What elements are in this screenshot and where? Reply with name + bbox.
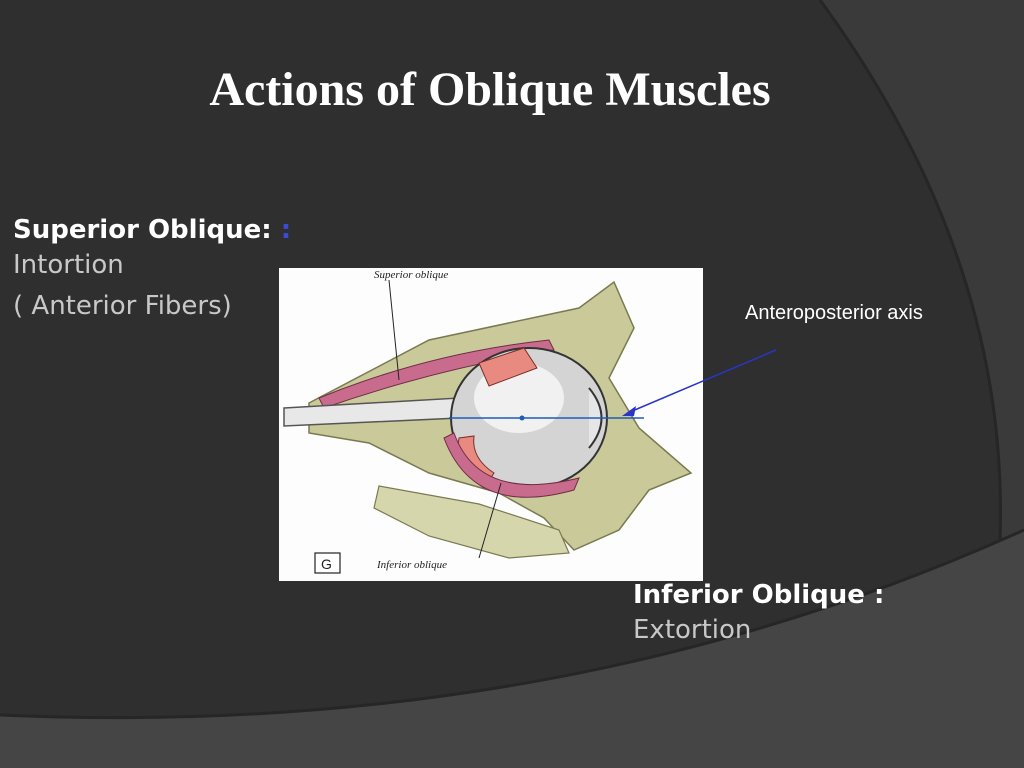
superior-oblique-block: Superior Oblique: : Intortion ( Anterior… [13, 215, 291, 327]
panel-letter: G [321, 556, 332, 572]
eye-oblique-muscles-figure: Superior oblique Inferior oblique G [279, 268, 703, 581]
inferior-oblique-action: Extortion [633, 615, 752, 645]
superior-oblique-figure-label: Superior oblique [374, 269, 448, 281]
inferior-oblique-figure-label: Inferior oblique [376, 559, 447, 571]
superior-oblique-fibers: ( Anterior Fibers) [13, 291, 232, 321]
superior-oblique-colon: : [280, 215, 292, 245]
anteroposterior-axis-label: Anteroposterior axis [745, 302, 923, 324]
lower-orbit-tissue [373, 485, 570, 559]
inferior-oblique-muscle [443, 432, 580, 498]
slide-title: Actions of Oblique Muscles [209, 63, 771, 116]
superior-oblique-heading: Superior Oblique: : [13, 215, 291, 245]
superior-leader-line [388, 279, 400, 381]
superior-oblique-heading-text: Superior Oblique: [13, 215, 272, 245]
panel-letter-box [314, 552, 341, 574]
inferior-oblique-block: Inferior Oblique : Extortion [633, 580, 884, 651]
superior-oblique-tendon [478, 347, 538, 387]
axis-center-dot [519, 415, 525, 421]
inferior-leader-line [478, 482, 502, 559]
eye-anatomy-illustration: Superior oblique Inferior oblique G [283, 269, 693, 574]
superior-oblique-action: Intortion [13, 250, 124, 280]
inferior-oblique-heading: Inferior Oblique : [633, 580, 885, 610]
